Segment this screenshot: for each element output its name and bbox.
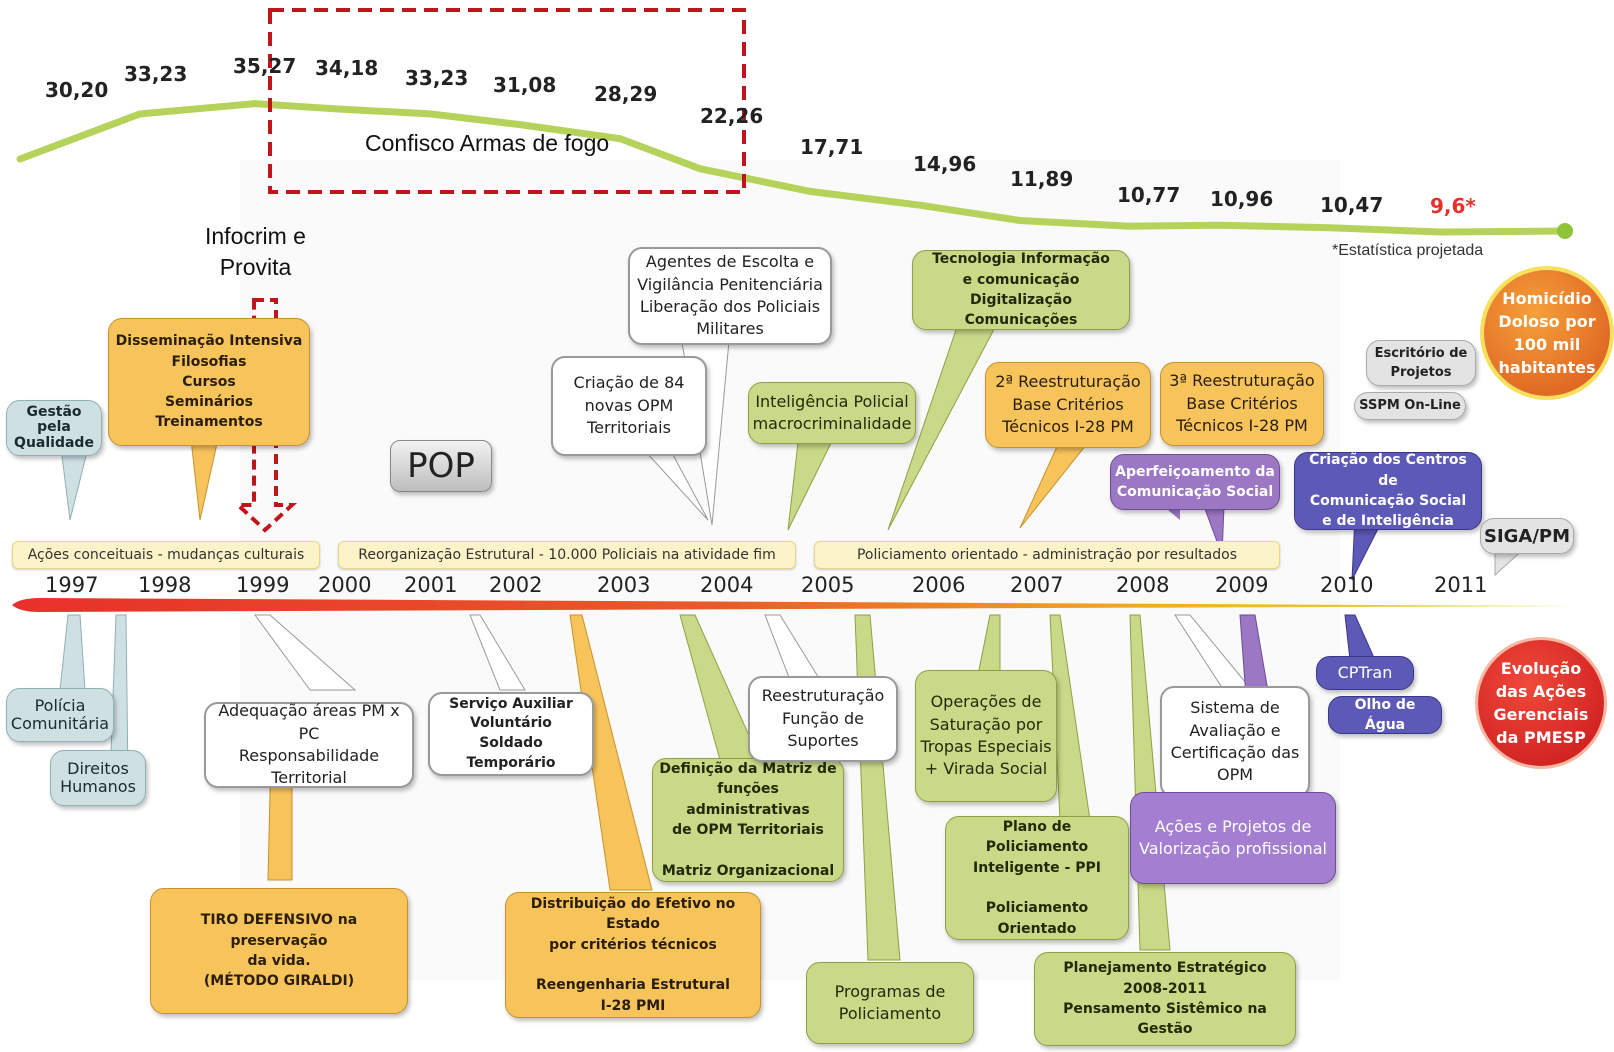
value-label-2006: 11,89 — [1010, 167, 1074, 191]
box-sistema-avaliacao: Sistema de Avaliação e Certificação das … — [1160, 686, 1310, 798]
box-agentes-escolta: Agentes de Escolta e Vigilância Penitenc… — [628, 247, 832, 345]
homicide-trend-line — [16, 100, 1569, 236]
value-label-2009: 10,47 — [1320, 193, 1384, 217]
value-label-1999: 34,18 — [315, 56, 379, 80]
year-2009: 2009 — [1215, 573, 1269, 597]
box-definicao-matriz: Definição da Matriz de funções administr… — [652, 758, 844, 882]
value-label-2000: 33,23 — [405, 66, 469, 90]
year-2006: 2006 — [912, 573, 966, 597]
box-direitos-humanos: Direitos Humanos — [50, 750, 146, 806]
year-1998: 1998 — [138, 573, 192, 597]
box-acoes-valorizacao: Ações e Projetos de Valorização profissi… — [1130, 792, 1336, 884]
value-label-2010: 9,6* — [1430, 194, 1476, 218]
box-pop: POP — [390, 440, 492, 492]
year-2000: 2000 — [318, 573, 372, 597]
box-disseminacao: Disseminação Intensiva Filosofias Cursos… — [108, 318, 310, 446]
box-siga-pm: SIGA/PM — [1480, 518, 1574, 554]
year-2007: 2007 — [1010, 573, 1064, 597]
box-aperfeicoamento: Aperfeiçoamento da Comunicação Social — [1110, 454, 1280, 510]
box-criacao-84-opm: Criação de 84 novas OPM Territoriais — [551, 356, 707, 456]
infocrim-label: Infocrim e Provita — [205, 223, 306, 281]
phase-policiamento: Policiamento orientado - administração p… — [814, 541, 1280, 569]
phase-reorganizacao: Reorganização Estrutural - 10.000 Polici… — [338, 541, 796, 569]
year-2003: 2003 — [597, 573, 651, 597]
year-2010: 2010 — [1320, 573, 1374, 597]
confisco-dashed-box — [268, 8, 746, 194]
year-2005: 2005 — [801, 573, 855, 597]
box-operacoes-saturacao: Operações de Saturação por Tropas Especi… — [915, 670, 1057, 802]
box-olho-de-agua: Olho de Água — [1328, 696, 1442, 734]
value-label-2004: 17,71 — [800, 135, 864, 159]
year-1997: 1997 — [45, 573, 99, 597]
upper-connectors — [59, 317, 1527, 581]
trend-end-point — [1557, 223, 1573, 239]
box-reestruturacao-suportes: Reestruturação Função de Suportes — [748, 676, 898, 762]
confisco-label: Confisco Armas de fogo — [365, 130, 610, 156]
box-cptran: CPTran — [1316, 656, 1414, 690]
value-label-2002: 28,29 — [594, 82, 658, 106]
value-label-2007: 10,77 — [1117, 183, 1181, 207]
value-label-2008: 10,96 — [1210, 187, 1274, 211]
value-label-2005: 14,96 — [913, 152, 977, 176]
box-policia-comunitaria: Polícia Comunitária — [6, 688, 114, 742]
value-label-1997: 33,23 — [124, 62, 188, 86]
evolucao-circle: Evolução das Ações Gerenciais da PMESP — [1478, 640, 1604, 766]
value-label-2001: 31,08 — [493, 73, 557, 97]
timeline-bar — [12, 598, 1575, 612]
phase-conceituais: Ações conceituais - mudanças culturais — [12, 541, 320, 569]
year-2008: 2008 — [1116, 573, 1170, 597]
year-2011: 2011 — [1434, 573, 1488, 597]
box-escritorio-projetos: Escritório de Projetos — [1366, 340, 1476, 386]
box-servico-auxiliar: Serviço Auxiliar Voluntário Soldado Temp… — [428, 692, 594, 776]
year-2001: 2001 — [404, 573, 458, 597]
value-label-1998: 35,27 — [233, 54, 297, 78]
box-tiro-defensivo: TIRO DEFENSIVO na preservação da vida. (… — [150, 888, 408, 1014]
value-label-2003: 22,26 — [700, 104, 764, 128]
box-inteligencia-policial: Inteligência Policial macrocriminalidade — [748, 382, 916, 444]
homicidio-circle: Homicídio Doloso por 100 mil habitantes — [1484, 270, 1610, 396]
box-3a-reestruturacao: 3ª Reestruturação Base Critérios Técnico… — [1160, 362, 1324, 446]
year-2004: 2004 — [700, 573, 754, 597]
box-planejamento-estrategico: Planejamento Estratégico 2008-2011 Pensa… — [1034, 952, 1296, 1046]
year-1999: 1999 — [236, 573, 290, 597]
box-distribuicao-efetivo: Distribuição do Efetivo no Estado por cr… — [505, 892, 761, 1018]
box-tecnologia: Tecnologia Informação e comunicação Digi… — [912, 250, 1130, 330]
box-2a-reestruturacao: 2ª Reestruturação Base Critérios Técnico… — [985, 362, 1151, 448]
box-plano-ppi: Plano de Policiamento Inteligente - PPI … — [945, 816, 1129, 940]
projection-note: *Estatística projetada — [1332, 242, 1484, 259]
year-2002: 2002 — [489, 573, 543, 597]
box-sspm-online: SSPM On-Line — [1354, 392, 1466, 420]
box-programas-policiamento: Programas de Policiamento — [806, 962, 974, 1044]
box-criacao-centros: Criação dos Centros de Comunicação Socia… — [1294, 452, 1482, 530]
value-label-1996: 30,20 — [45, 78, 109, 102]
box-gestao-qualidade: Gestão pela Qualidade — [6, 400, 102, 456]
box-adequacao-areas: Adequação áreas PM x PC Responsabilidade… — [204, 701, 414, 788]
